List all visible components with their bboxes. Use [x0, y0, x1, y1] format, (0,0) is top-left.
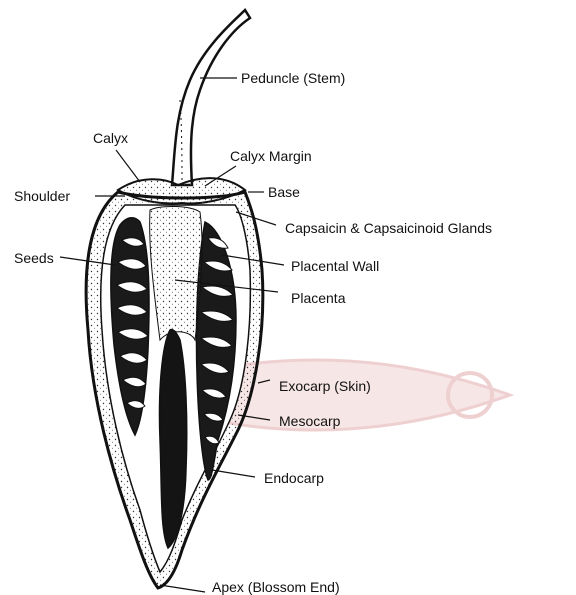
label-calyx: Calyx	[93, 130, 128, 146]
label-glands: Capsaicin & Capsaicinoid Glands	[285, 220, 492, 236]
label-calyx-margin: Calyx Margin	[230, 148, 312, 164]
label-mesocarp: Mesocarp	[279, 413, 340, 429]
label-seeds: Seeds	[14, 250, 54, 266]
label-endocarp: Endocarp	[264, 470, 324, 486]
label-placental-wall: Placental Wall	[291, 258, 379, 274]
label-apex: Apex (Blossom End)	[212, 579, 340, 595]
label-peduncle: Peduncle (Stem)	[241, 70, 345, 86]
label-base: Base	[268, 184, 300, 200]
label-shoulder: Shoulder	[14, 188, 70, 204]
placenta	[150, 206, 202, 340]
label-exocarp: Exocarp (Skin)	[279, 378, 371, 394]
label-placenta: Placenta	[291, 290, 345, 306]
